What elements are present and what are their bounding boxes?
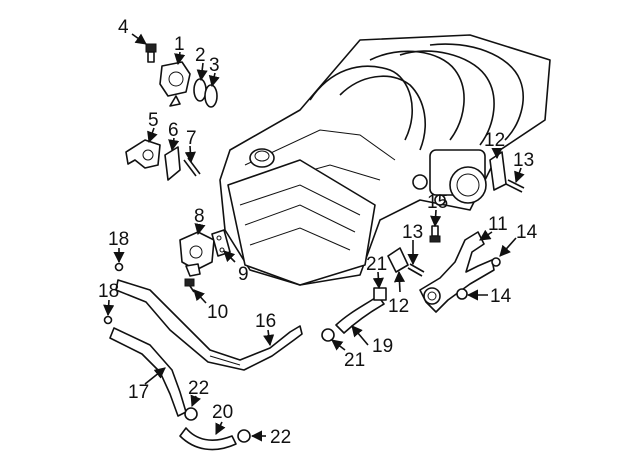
hose-clamp-a xyxy=(184,407,198,421)
water-outlet xyxy=(125,139,161,169)
stud xyxy=(183,157,201,177)
callout-8: 8 xyxy=(194,206,205,227)
callout-11: 11 xyxy=(488,214,508,235)
callout-19: 19 xyxy=(372,336,393,357)
stud-center xyxy=(407,263,425,277)
callout-20: 20 xyxy=(212,402,233,423)
hose-clamp-b xyxy=(237,429,251,443)
hose-clamp-lower xyxy=(321,328,335,342)
callout-12: 12 xyxy=(484,130,505,151)
callout-22b: 22 xyxy=(270,427,291,448)
callout-21b: 21 xyxy=(344,350,365,371)
lower-hose xyxy=(179,427,237,451)
o-ring xyxy=(204,84,218,108)
callout-3: 3 xyxy=(209,55,220,76)
callout-7: 7 xyxy=(186,128,197,149)
gasket-upper-right xyxy=(489,151,507,191)
throttle-body xyxy=(412,149,487,206)
bolt xyxy=(145,43,157,63)
leader-lines xyxy=(103,33,525,442)
gasket-ring xyxy=(193,78,207,102)
callout-17: 17 xyxy=(128,382,149,403)
callout-9: 9 xyxy=(238,264,249,285)
bypass-hose xyxy=(335,287,387,334)
plug-upper xyxy=(114,262,124,272)
intake-manifold xyxy=(219,34,551,286)
callout-21: 21 xyxy=(366,254,387,275)
callout-12b: 12 xyxy=(388,296,409,317)
callout-18: 18 xyxy=(108,229,129,250)
coolant-outlet xyxy=(179,231,215,277)
callout-1: 1 xyxy=(174,34,185,55)
callout-22: 22 xyxy=(188,378,209,399)
callout-16: 16 xyxy=(255,311,276,332)
callout-14b: 14 xyxy=(490,286,512,307)
stud-right xyxy=(505,179,525,193)
callout-18b: 18 xyxy=(98,281,119,302)
callout-14: 14 xyxy=(516,222,538,243)
outlet-gasket xyxy=(164,146,181,181)
callout-5: 5 xyxy=(148,110,159,131)
callout-13b: 13 xyxy=(402,222,423,243)
callout-6: 6 xyxy=(168,120,179,141)
water-pipe xyxy=(419,231,495,313)
plug-lower xyxy=(103,315,113,325)
gasket-center xyxy=(387,247,409,273)
callout-labels: 4 1 2 3 5 6 7 8 9 10 12 13 15 13 11 14 2… xyxy=(98,17,538,448)
callout-13: 13 xyxy=(513,150,534,171)
callout-15: 15 xyxy=(427,192,448,213)
lower-coolant-pipe xyxy=(109,327,187,417)
cap-upper xyxy=(491,257,501,267)
bolt-lower xyxy=(184,278,195,293)
cap-lower xyxy=(456,288,468,300)
callout-2: 2 xyxy=(195,45,206,66)
callout-10: 10 xyxy=(207,302,228,323)
bleeder-screw xyxy=(429,225,441,243)
coolant-pipe xyxy=(115,279,303,371)
thermostat-housing xyxy=(159,61,191,107)
callout-4: 4 xyxy=(118,17,129,38)
